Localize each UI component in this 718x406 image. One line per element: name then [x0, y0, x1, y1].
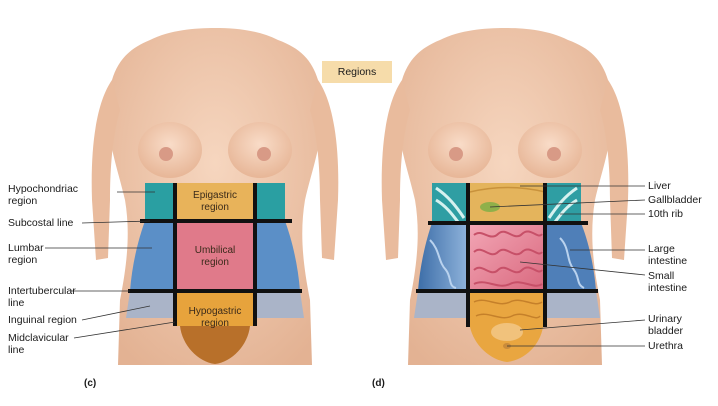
- pubic-area-left: [180, 326, 250, 364]
- region-inguinal-right: [255, 291, 304, 318]
- region-inguinal-left: [126, 291, 175, 318]
- regions-badge: Regions: [322, 61, 392, 83]
- region-umbilical: [175, 221, 255, 291]
- region-lumbar-right: [255, 221, 300, 291]
- regions-grid-left: [126, 183, 304, 364]
- label-subcostal-line: Subcostal line: [8, 217, 74, 229]
- label-hypogastric: Hypogastric region: [188, 306, 242, 329]
- label-lumbar: Lumbar region: [8, 242, 44, 266]
- label-umbilical: Umbilical region: [194, 245, 236, 268]
- label-inguinal: Inguinal region: [8, 314, 77, 326]
- label-gallbladder: Gallbladder: [648, 194, 702, 206]
- region-hypogastric: [175, 291, 255, 326]
- region-hypochondriac-right: [255, 183, 285, 221]
- label-urinary-bladder: Urinary bladder: [648, 313, 684, 337]
- label-liver: Liver: [648, 180, 671, 192]
- region-hypochondriac-left: [145, 183, 175, 221]
- leader-lines-left: [45, 191, 176, 339]
- region-lumbar-left: [130, 221, 175, 291]
- region-epigastric: [175, 183, 255, 221]
- label-intertubercular-line: Intertubercular line: [8, 285, 76, 309]
- label-epigastric: Epigastric region: [193, 190, 237, 213]
- panel-label-c: (c): [84, 378, 97, 389]
- label-large-intestine: Large intestine: [648, 243, 688, 267]
- label-10th-rib: 10th rib: [648, 208, 684, 220]
- label-small-intestine: Small intestine: [648, 270, 688, 294]
- organs-right: [414, 183, 600, 362]
- label-urethra: Urethra: [648, 340, 684, 352]
- panel-label-d: (d): [372, 378, 385, 389]
- leader-lines-right: [489, 185, 646, 347]
- label-hypochondriac: Hypochondriac region: [8, 183, 79, 207]
- label-midclavicular-line: Midclavicular line: [8, 332, 69, 356]
